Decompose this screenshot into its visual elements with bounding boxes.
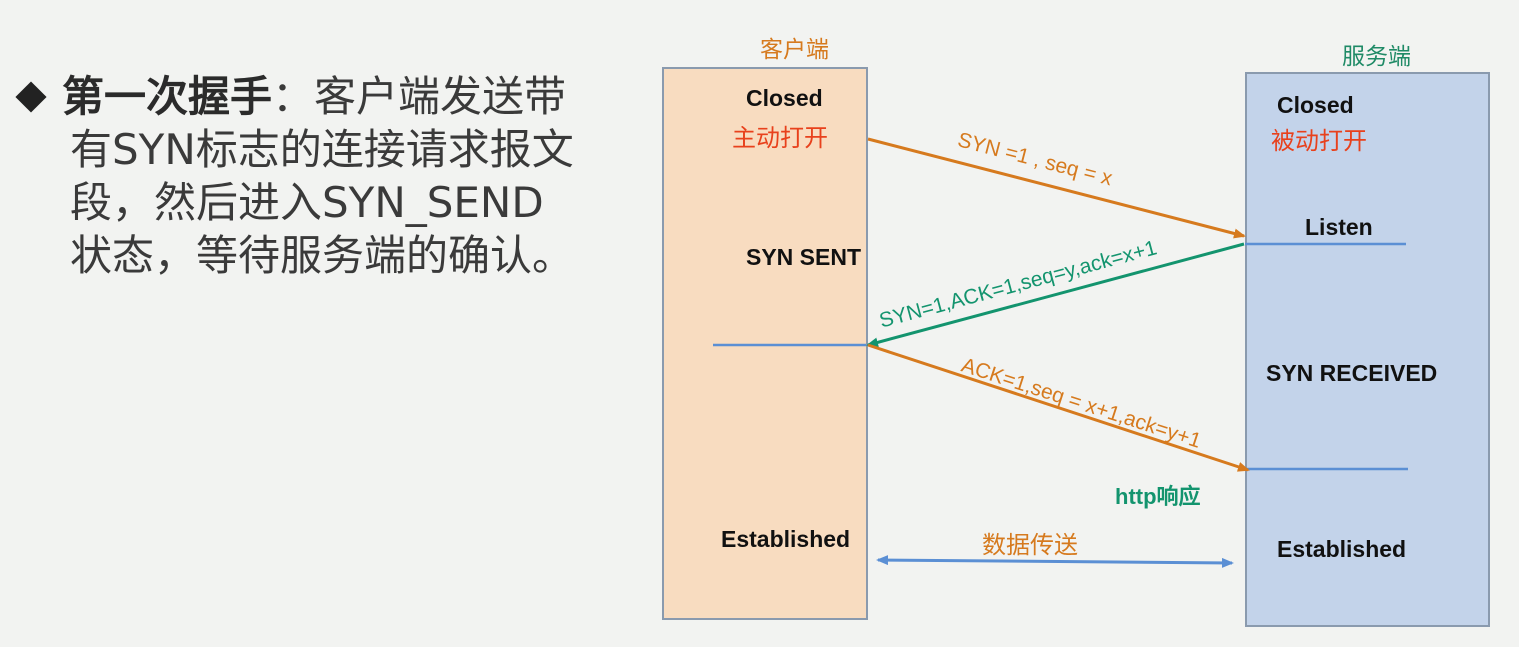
bullet-line-1: 第一次握手：客户端发送带 bbox=[14, 70, 614, 123]
client-active-open: 主动打开 bbox=[732, 124, 828, 152]
bullet-line-2: 有SYN标志的连接请求报文 bbox=[70, 125, 574, 174]
server-header: 服务端 bbox=[1342, 44, 1411, 70]
http-response-label: http响应 bbox=[1115, 484, 1201, 509]
server-listen-state: Listen bbox=[1305, 214, 1373, 240]
server-syn-received-state: SYN RECEIVED bbox=[1266, 360, 1438, 386]
bullet-line-4: 状态，等待服务端的确认。 bbox=[70, 231, 575, 280]
server-column-box bbox=[1245, 72, 1490, 627]
client-established-state: Established bbox=[721, 526, 851, 552]
client-closed-state: Closed bbox=[746, 85, 823, 111]
bullet-line-1-text: 客户端发送带 bbox=[314, 72, 567, 121]
data-transfer-arrow bbox=[876, 555, 1234, 568]
bullet-text-block: 第一次握手：客户端发送带 有SYN标志的连接请求报文 段，然后进入SYN_SEN… bbox=[14, 70, 614, 282]
ack-arrow bbox=[867, 343, 1250, 472]
bullet-line-3: 段，然后进入SYN_SEND bbox=[70, 178, 544, 227]
syn-arrow bbox=[867, 137, 1246, 239]
bullet-title: 第一次握手 bbox=[62, 72, 273, 121]
server-closed-state: Closed bbox=[1277, 92, 1354, 118]
client-header: 客户端 bbox=[760, 37, 829, 63]
bullet-colon: ： bbox=[272, 72, 315, 121]
server-passive-open: 被动打开 bbox=[1271, 127, 1367, 155]
syn-ack-arrow bbox=[866, 242, 1245, 348]
data-transfer-label: 数据传送 bbox=[982, 531, 1078, 559]
client-syn-sent-state: SYN SENT bbox=[746, 244, 862, 270]
server-established-state: Established bbox=[1277, 536, 1407, 562]
